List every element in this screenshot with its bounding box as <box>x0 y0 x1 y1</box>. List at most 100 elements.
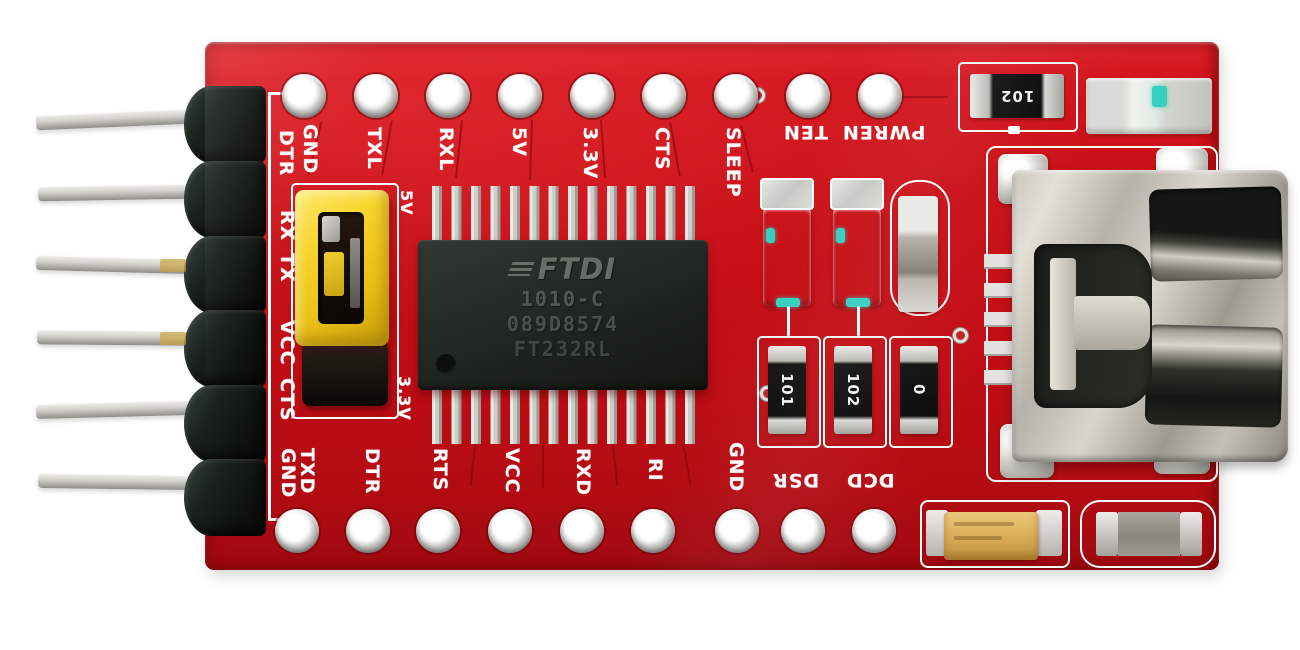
through-hole-top-3 <box>426 74 470 118</box>
jumper-inner-tab <box>324 252 344 296</box>
rx-led-die <box>846 298 870 307</box>
chip-date-code: 1010-C <box>520 287 606 311</box>
smd-resistor-right: 0 <box>900 346 938 434</box>
pin-label-dtr-bottom: DTR <box>361 448 383 495</box>
usb-contact-tongue <box>1074 296 1150 350</box>
usb-contact-tongue <box>1050 258 1076 390</box>
header-pin-2 <box>37 183 191 202</box>
through-hole-top-6 <box>642 74 686 118</box>
pcb-trace <box>900 96 948 98</box>
through-hole-top-9 <box>858 74 902 118</box>
chip-pin-row-top <box>432 186 704 242</box>
smd-resistor-top-right: 102 <box>970 74 1064 118</box>
header-pin-gold-contact <box>160 259 186 272</box>
header-housing-segment <box>184 459 266 536</box>
pin-label-cts-top: CTS <box>651 127 673 171</box>
header-housing-segment <box>184 86 266 163</box>
resistor-frame <box>823 336 887 448</box>
pin-label-ri: RI <box>644 458 666 482</box>
power-led <box>1086 78 1212 134</box>
chip-pin1-dimple <box>436 354 456 374</box>
tx-led-die <box>776 298 800 307</box>
pin-label-rxl: RXL <box>435 127 457 172</box>
chip-brand: FTDI <box>537 252 617 286</box>
header-pin-1 <box>35 108 191 131</box>
jumper-contact-pad <box>322 216 340 242</box>
pin-label-sleep: SLEEP <box>722 127 744 198</box>
jumper-silkscreen-frame <box>291 183 399 419</box>
header-pin-5 <box>35 399 191 420</box>
capacitor-marking <box>954 522 1014 526</box>
pin-label-dsr: DSR <box>772 469 820 491</box>
tx-led-die <box>766 228 775 243</box>
pin-label-5v: 5V <box>508 127 530 157</box>
header-housing-segment <box>184 236 266 313</box>
led-trace <box>787 306 790 336</box>
resistor-frame <box>889 336 953 448</box>
ceramic-capacitor <box>1118 512 1180 556</box>
through-hole-bottom-7 <box>715 509 759 553</box>
led-pad <box>760 178 814 210</box>
tantalum-capacitor <box>944 512 1038 560</box>
pin-label-ten: TEN <box>783 121 828 143</box>
pin-label-gnd-top: GND <box>299 124 321 175</box>
usb-pin-row <box>984 254 1016 388</box>
smd-resistor-middle: 102 <box>834 346 872 434</box>
ceramic-capacitor-frame <box>1080 500 1216 568</box>
pcb-via <box>953 328 968 343</box>
rx-led <box>833 208 881 306</box>
chip-lot-code: 089D8574 <box>506 312 620 336</box>
solder-pad <box>1036 510 1062 556</box>
tx-led <box>763 208 811 306</box>
rx-led-die <box>836 228 845 243</box>
jumper-label-3v3: 3.3V <box>395 376 414 421</box>
through-hole-bottom-8 <box>781 509 825 553</box>
power-led-die <box>1152 86 1167 107</box>
pin-label-3v3: 3.3V <box>579 127 601 180</box>
jumper-metal-pin <box>350 238 360 308</box>
chip-part-number: FT232RL <box>513 337 613 361</box>
through-hole-top-2 <box>354 74 398 118</box>
led-trace <box>857 306 860 336</box>
through-hole-top-1 <box>282 74 326 118</box>
pin-label-dcd: DCD <box>846 469 895 491</box>
jumper-label-5v: 5V <box>397 190 416 216</box>
pin-label-gnd-bottom: GND <box>725 442 747 493</box>
solder-pad <box>926 510 948 556</box>
through-hole-bottom-6 <box>631 509 675 553</box>
pin-label-pwren: PWREN <box>842 121 926 143</box>
capacitor-marking <box>954 536 1002 540</box>
pcb-trace <box>542 442 544 488</box>
pin-label-vcc-bottom: VCC <box>501 448 523 494</box>
through-hole-bottom-2 <box>346 509 390 553</box>
through-hole-bottom-3 <box>416 509 460 553</box>
through-hole-bottom-4 <box>488 509 532 553</box>
chip-brand-row: FTDI <box>507 252 617 286</box>
pin-label-rts: RTS <box>429 448 451 492</box>
resistor-frame <box>757 336 821 448</box>
through-hole-top-8 <box>786 74 830 118</box>
through-hole-bottom-1 <box>275 509 319 553</box>
jumper-header-base <box>302 340 388 406</box>
header-housing-segment <box>184 161 266 238</box>
pin-label-rxd: RXD <box>572 448 594 497</box>
ftdi-logo-lines-icon <box>507 262 535 276</box>
header-pin-gold-contact <box>160 332 186 345</box>
smd-component <box>898 196 938 312</box>
header-housing-segment <box>184 385 266 462</box>
through-hole-bottom-9 <box>852 509 896 553</box>
ceramic-capacitor-cap <box>1180 512 1202 556</box>
usb-shell-recess-bottom <box>1144 324 1284 428</box>
header-silkscreen-line <box>268 94 271 520</box>
through-hole-bottom-5 <box>560 509 604 553</box>
header-label-gnd: GND <box>277 448 299 499</box>
through-hole-top-7 <box>714 74 758 118</box>
pin-label-txl: TXL <box>363 127 385 170</box>
chip-markings: FTDI 1010-C 089D8574 FT232RL <box>418 240 708 390</box>
smd-component-frame <box>890 180 950 316</box>
usb-shell-recess-top <box>1148 186 1284 282</box>
led-pad <box>830 178 884 210</box>
through-hole-top-5 <box>570 74 614 118</box>
header-housing-segment <box>184 310 266 387</box>
